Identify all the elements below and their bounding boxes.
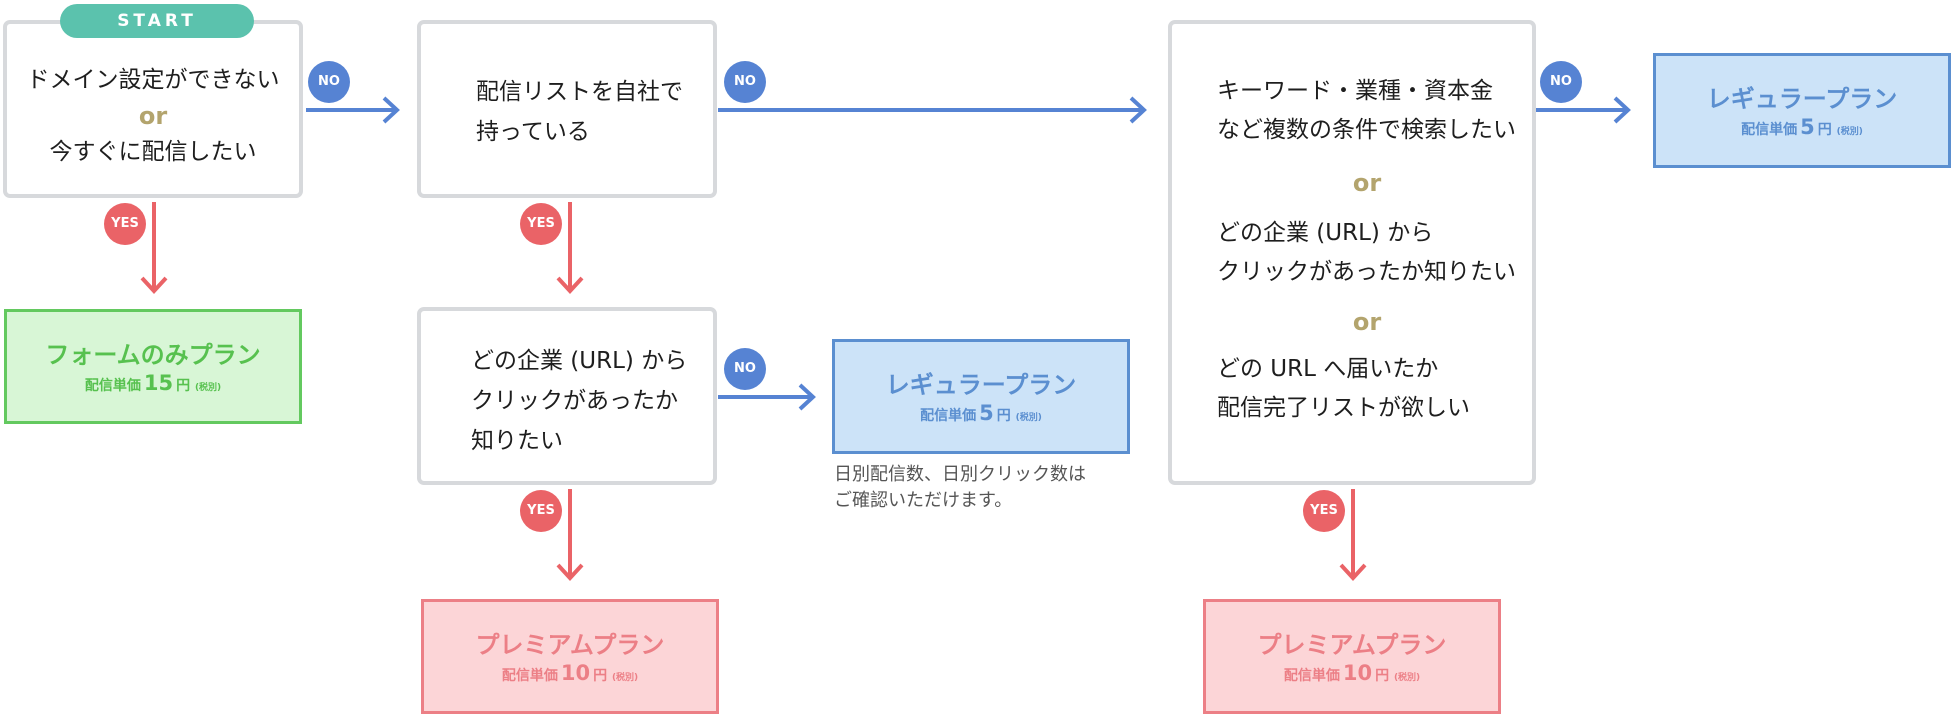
question-text: 配信リストを自社で [476,79,683,105]
or-label: or [1352,308,1382,336]
plan-name: プレミアムプラン [1257,631,1447,659]
question-text: クリックがあったか知りたい [1217,259,1516,285]
yes-badge: YES [520,490,562,532]
or-label: or [138,102,168,130]
question-text: キーワード・業種・資本金 [1217,78,1493,104]
plan-name: フォームのみプラン [45,341,261,369]
no-arrow-q3-regular [718,383,816,411]
or-label: or [1352,169,1382,197]
yes-badge: YES [104,203,146,245]
regular-plan-note: 日別配信数、日別クリック数は ご確認いただけます。 [834,462,1086,514]
yes-arrow-q4-premium [1339,489,1367,581]
question-box-own-list: 配信リストを自社で 持っている [417,20,717,198]
plan-name: レギュラープラン [885,371,1077,399]
yes-arrow-q1-form [140,202,168,294]
question-box-domain: ドメイン設定ができない or 今すぐに配信したい [3,20,303,198]
plan-name: レギュラープラン [1706,85,1898,113]
note-text: ご確認いただけます。 [834,490,1013,511]
no-badge: NO [308,61,350,103]
yes-arrow-q2-q3 [556,202,584,294]
no-badge: NO [724,348,766,390]
yes-arrow-q3-premium [556,489,584,581]
note-text: 日別配信数、日別クリック数は [834,464,1086,485]
question-text: どの URL へ届いたか [1217,356,1439,382]
no-badge: NO [724,61,766,103]
question-box-advanced: キーワード・業種・資本金 など複数の条件で検索したい or どの企業 (URL)… [1168,20,1536,485]
no-badge: NO [1540,61,1582,103]
question-text: 知りたい [471,428,563,454]
yes-badge: YES [520,203,562,245]
question-text: ドメイン設定ができない [26,67,280,93]
question-text: 持っている [476,119,590,145]
no-arrow-q4-regular [1536,96,1631,124]
question-box-click-tracking: どの企業 (URL) から クリックがあったか 知りたい [417,307,717,485]
plan-name: プレミアムプラン [475,631,665,659]
question-text: どの企業 (URL) から [471,348,688,374]
yes-badge: YES [1303,490,1345,532]
no-arrow-q2-q4 [718,96,1147,124]
question-text: など複数の条件で検索したい [1217,117,1516,143]
question-text: どの企業 (URL) から [1217,220,1434,246]
question-text: クリックがあったか [471,388,678,414]
question-text: 配信完了リストが欲しい [1217,395,1470,421]
no-arrow-q1-q2 [306,96,400,124]
question-text: 今すぐに配信したい [49,139,257,165]
start-badge: START [60,4,254,38]
